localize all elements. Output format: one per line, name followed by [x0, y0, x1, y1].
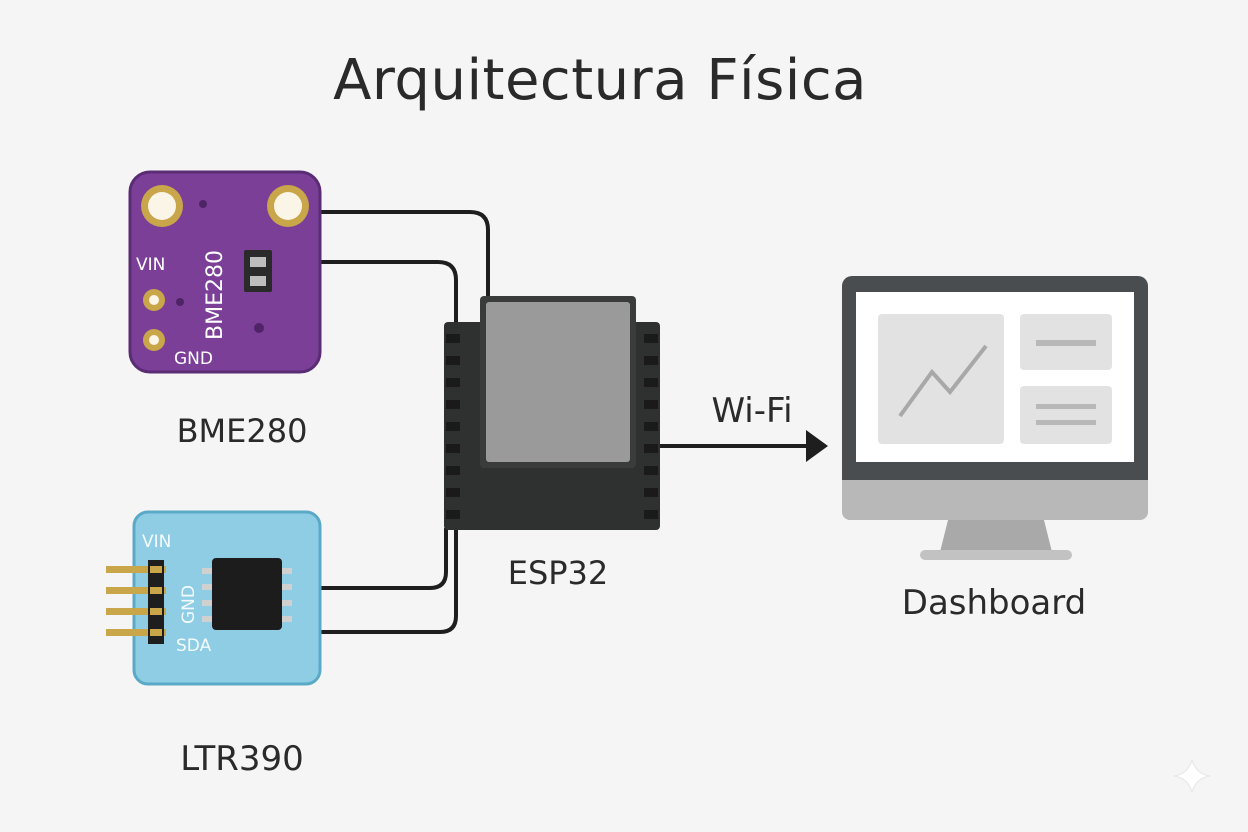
wifi-arrowhead [806, 430, 828, 462]
dashboard-monitor [842, 276, 1148, 560]
connection-label-wifi: Wi-Fi [711, 391, 792, 431]
widget-line [1036, 420, 1096, 425]
header-block [148, 560, 164, 644]
via [199, 200, 207, 208]
header-pin-tip [150, 566, 162, 573]
ic-lead [202, 616, 212, 622]
header-pin [106, 587, 166, 594]
ltr390-board: VIN GND SDA [106, 510, 322, 686]
ic-lead [282, 616, 292, 622]
pin-label-vin: VIN [142, 532, 171, 552]
trend-line-icon [898, 344, 988, 418]
esp32-shield-face [486, 302, 630, 462]
header-pin [106, 629, 166, 636]
esp32-pins-right [644, 334, 658, 519]
header-pin-tip [150, 608, 162, 615]
ic-lead [202, 568, 212, 574]
sensor-ic [212, 558, 282, 630]
ic-lead [202, 600, 212, 606]
sensor-chip-pad [250, 257, 266, 267]
node-label-bme280: BME280 [177, 412, 308, 450]
pin-pad-vin-hole [149, 295, 159, 305]
pin-label-vin: VIN [136, 255, 165, 275]
text-widget-bottom [1020, 386, 1112, 444]
header-pin-tip [150, 629, 162, 636]
wire-bme280-esp32-lower [262, 260, 458, 326]
monitor-stand [940, 520, 1052, 552]
esp32-module [444, 296, 660, 530]
wires [262, 210, 808, 634]
node-label-dashboard: Dashboard [902, 583, 1086, 623]
wire-ltr390-esp32-upper [318, 528, 448, 590]
board-silkscreen-bme280: BME280 [203, 250, 228, 340]
header-pin [106, 566, 166, 573]
chart-widget [878, 314, 1004, 444]
monitor-chin-top [842, 480, 1148, 494]
wire-ltr390-esp32-lower [318, 528, 458, 634]
via [176, 298, 184, 306]
bme280-pcb [128, 170, 322, 374]
pin-label-sda: SDA [176, 636, 212, 656]
wire-bme280-esp32-upper [318, 210, 490, 300]
widget-line [1036, 340, 1096, 346]
pin-label-gnd: GND [179, 585, 199, 624]
node-label-ltr390: LTR390 [180, 739, 304, 779]
ic-lead [282, 584, 292, 590]
node-label-esp32: ESP32 [508, 554, 609, 592]
esp32-pins-left [446, 334, 460, 519]
sparkle-icon [1173, 758, 1211, 794]
ic-lead [202, 584, 212, 590]
header-pin [106, 608, 166, 615]
header-pin-tip [150, 587, 162, 594]
mounting-hole-left-inner [148, 192, 176, 220]
monitor-base [920, 550, 1072, 560]
bme280-board: VIN GND BME280 [128, 170, 322, 374]
ic-lead [282, 568, 292, 574]
via [254, 323, 264, 333]
diagram-title: Arquitectura Física [333, 48, 867, 113]
sensor-chip-pad [250, 276, 266, 286]
pin-pad-gnd-hole [149, 335, 159, 345]
widget-line [1036, 404, 1096, 409]
pin-label-gnd: GND [174, 349, 213, 369]
mounting-hole-right-inner [274, 192, 302, 220]
ic-lead [282, 600, 292, 606]
